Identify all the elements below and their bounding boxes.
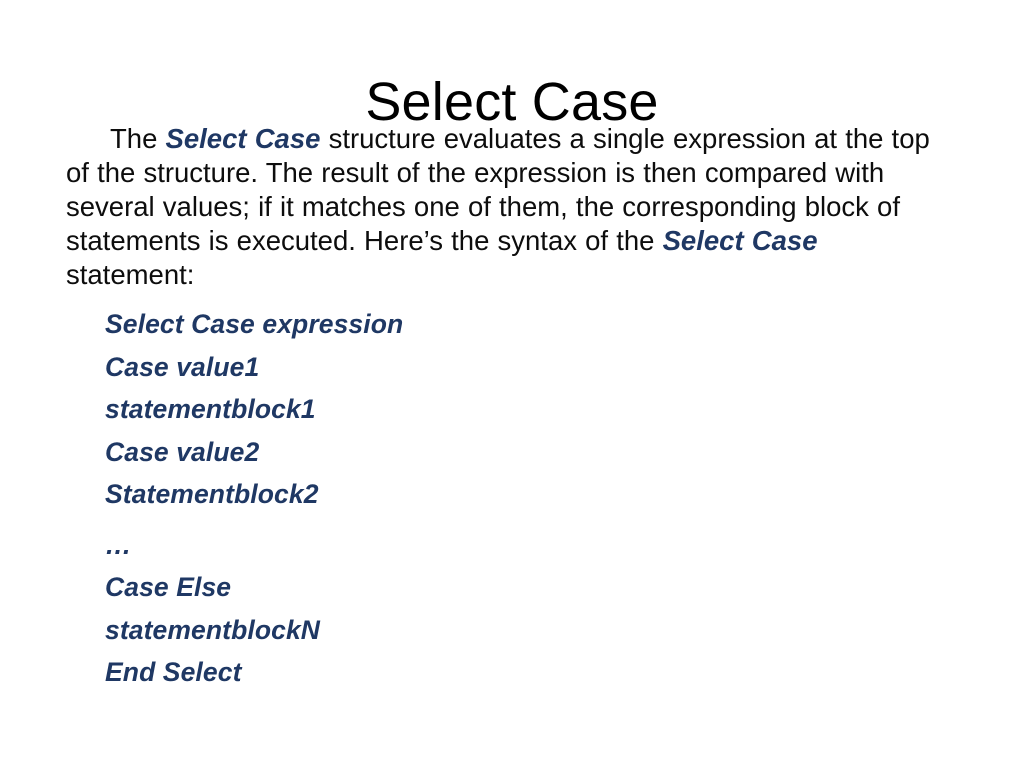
intro-paragraph: The Select Case structure evaluates a si… [66,122,944,292]
keyword-select-case-1: Select Case [165,123,321,154]
code-line: Case Else [105,572,232,602]
code-line: Statementblock2 [105,479,319,509]
paragraph-segment-2: structure evaluates a single expression … [66,123,930,256]
code-line: statementblockN [105,614,321,645]
paragraph-segment-3: statement: [66,259,195,290]
syntax-listing: Select Case expression Case value1 state… [105,303,805,694]
keyword-select-case-2: Select Case [662,225,818,256]
code-line: Case value1 [105,351,260,382]
page-title: Select Case [365,72,659,133]
code-line: … [105,529,132,560]
code-line: End Select [105,657,242,687]
body-text-block: The Select Case structure evaluates a si… [66,122,944,292]
code-line: Case value2 [105,436,260,467]
code-line: statementblock1 [105,394,316,424]
paragraph-segment-1: The [110,123,166,154]
code-line: Select Case expression [105,309,404,339]
